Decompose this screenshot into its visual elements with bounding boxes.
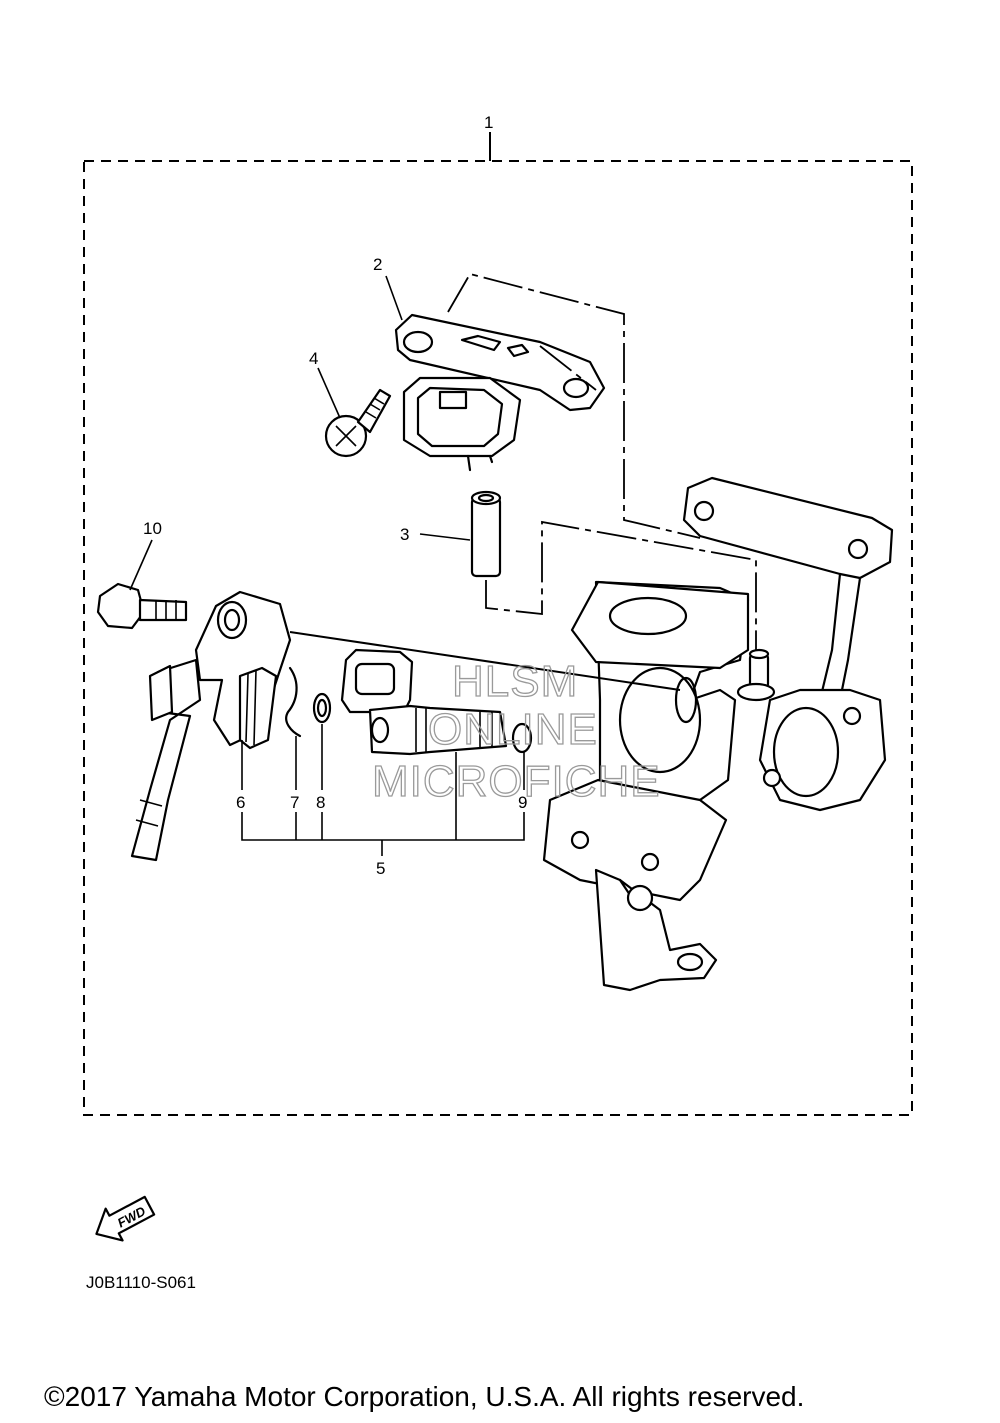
injector	[340, 648, 508, 756]
callout-9: 9	[518, 793, 527, 812]
fwd-arrow-icon: FWD	[95, 1195, 156, 1242]
callout-5: 5	[376, 859, 385, 878]
copyright: ©2017 Yamaha Motor Corporation, U.S.A. A…	[44, 1381, 804, 1412]
assembly-boundary	[83, 160, 913, 1116]
callout-8: 8	[316, 793, 325, 812]
callout-7: 7	[290, 793, 299, 812]
clip	[285, 666, 302, 738]
connector-sensor	[394, 313, 606, 472]
figure-code: J0B1110-S061	[86, 1273, 196, 1292]
callout-4: 4	[309, 349, 318, 368]
watermark-line3: MICROFICHE	[372, 757, 661, 806]
callout-2: 2	[373, 255, 382, 274]
holder-fuel-pipe	[130, 590, 292, 862]
o-ring-small	[312, 692, 332, 724]
collar	[470, 490, 502, 578]
screw	[324, 388, 392, 458]
callout-3: 3	[400, 525, 409, 544]
throttle-body	[542, 476, 894, 992]
watermark-line1: HLSM	[452, 657, 578, 706]
callout-1: 1	[484, 113, 493, 132]
callout-6: 6	[236, 793, 245, 812]
o-ring-large	[511, 722, 533, 754]
callout-10: 10	[143, 519, 162, 538]
bolt	[96, 582, 188, 630]
watermark-line2: ONLINE	[428, 705, 598, 754]
